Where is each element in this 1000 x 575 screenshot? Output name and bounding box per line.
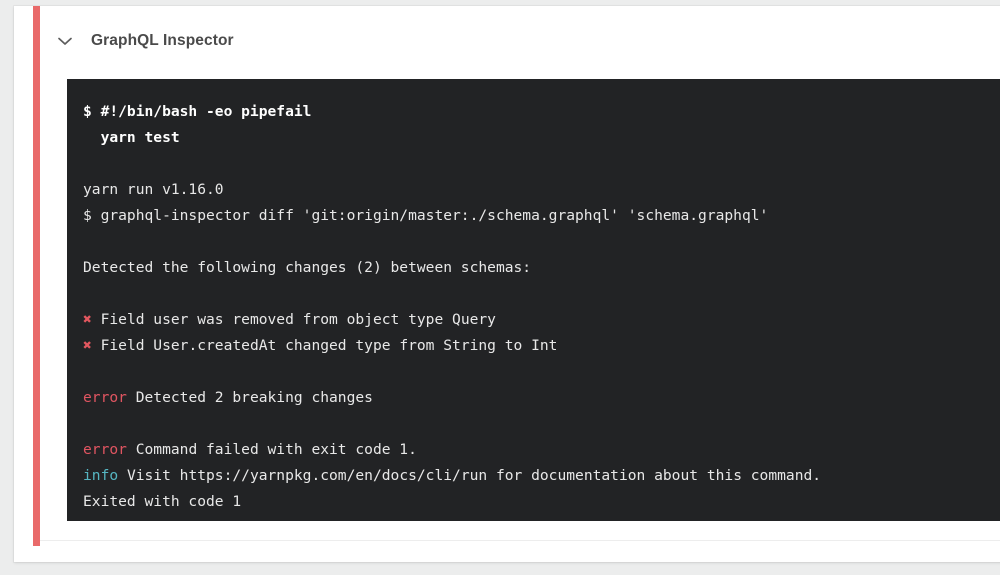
terminal-line: error Detected 2 breaking changes [83, 385, 1000, 411]
job-card: GraphQL Inspector $ #!/bin/bash -eo pipe… [14, 6, 1000, 562]
terminal-line: $ graphql-inspector diff 'git:origin/mas… [83, 207, 769, 224]
log-level-error: error [83, 441, 127, 458]
terminal-line: yarn test [83, 129, 180, 146]
terminal-line [83, 281, 1000, 307]
terminal-line: Exited with code 1 [83, 493, 242, 510]
terminal-line: $ #!/bin/bash -eo pipefail [83, 103, 312, 120]
terminal-line [83, 229, 1000, 255]
job-header-toggle[interactable]: GraphQL Inspector [53, 20, 234, 62]
log-message: Command failed with exit code 1. [126, 441, 417, 458]
page-top-strip [0, 0, 1000, 6]
terminal-line [83, 411, 1000, 437]
terminal-line: Detected the following changes (2) betwe… [83, 259, 532, 276]
log-message: Visit https://yarnpkg.com/en/docs/cli/ru… [118, 467, 822, 484]
job-log-terminal[interactable]: $ #!/bin/bash -eo pipefail yarn test yar… [67, 79, 1000, 521]
breaking-change-text: Field User.createdAt changed type from S… [91, 337, 558, 354]
breaking-change-text: Field user was removed from object type … [91, 311, 496, 328]
terminal-line [83, 151, 1000, 177]
log-level-error: error [83, 389, 127, 406]
job-divider [40, 540, 1000, 541]
log-message: Detected 2 breaking changes [126, 389, 373, 406]
job-title: GraphQL Inspector [91, 32, 234, 49]
terminal-line: ✖ Field user was removed from object typ… [83, 307, 1000, 333]
terminal-line [83, 359, 1000, 385]
job-status-stripe [33, 6, 40, 546]
terminal-line: info Visit https://yarnpkg.com/en/docs/c… [83, 463, 1000, 489]
breaking-change-icon: ✖ [83, 311, 92, 328]
terminal-line: yarn run v1.16.0 [83, 181, 224, 198]
log-level-info: info [83, 467, 119, 484]
chevron-down-icon[interactable] [53, 29, 77, 53]
breaking-change-icon: ✖ [83, 337, 92, 354]
terminal-line: ✖ Field User.createdAt changed type from… [83, 333, 1000, 359]
terminal-line: error Command failed with exit code 1. [83, 437, 1000, 463]
